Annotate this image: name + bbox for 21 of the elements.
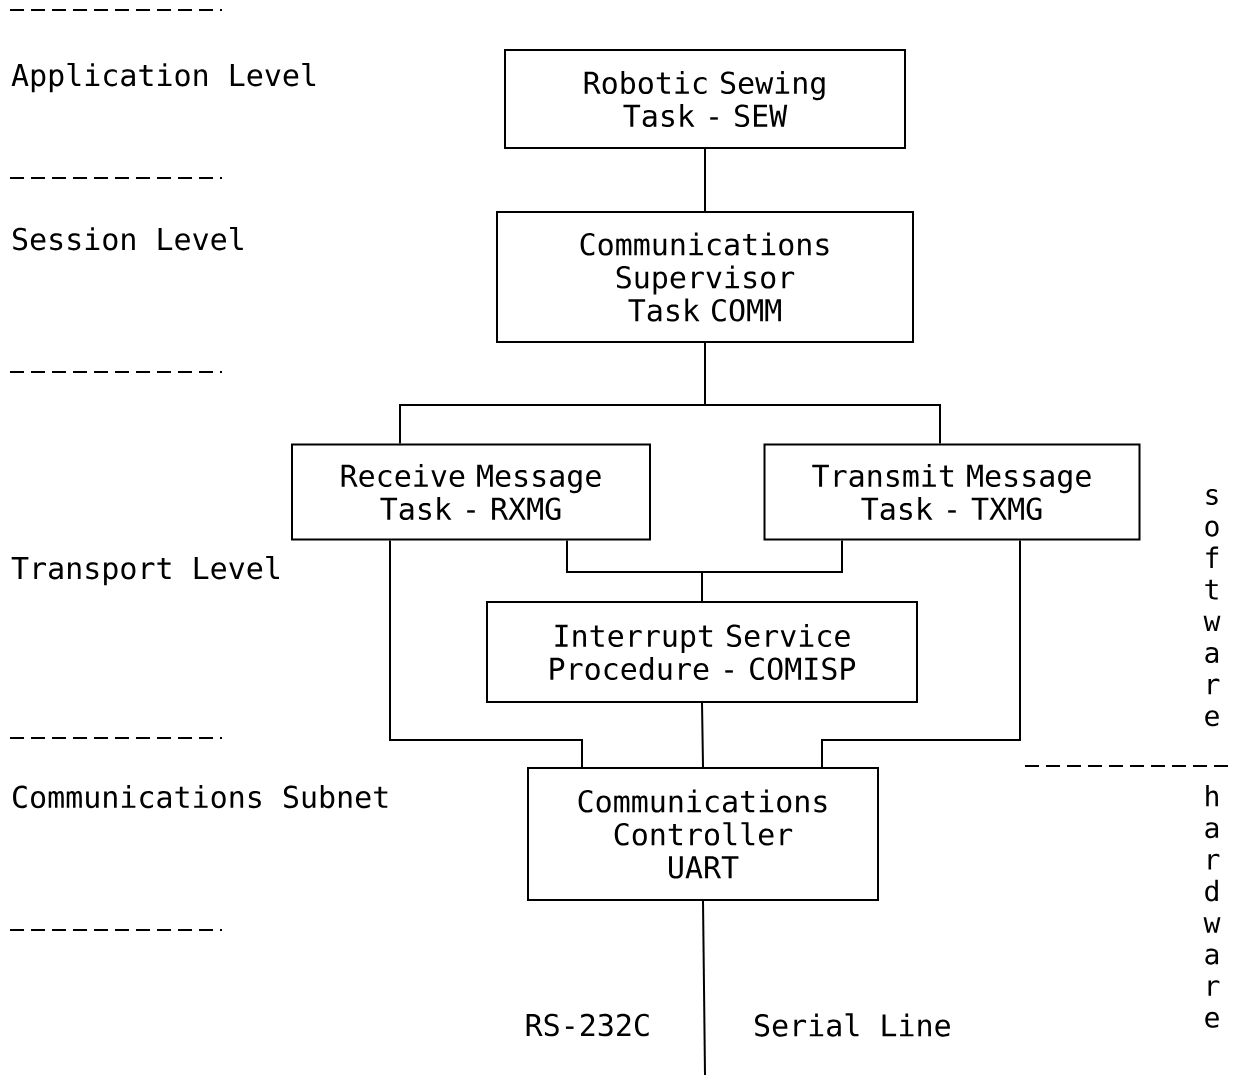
connector bbox=[702, 900, 706, 1076]
task-box: Communications Controller UART bbox=[527, 767, 879, 901]
vertical-label: hardware bbox=[1203, 785, 1221, 1028]
task-box: Transmit Message Task - TXMG bbox=[763, 443, 1141, 541]
task-box: Receive Message Task - RXMG bbox=[291, 443, 651, 541]
level-label: Application Level bbox=[11, 63, 316, 93]
connector bbox=[701, 539, 843, 602]
vertical-label: software bbox=[1203, 489, 1221, 727]
connector bbox=[704, 148, 706, 212]
level-label: Transport Level bbox=[11, 556, 279, 586]
level-label: Session Level bbox=[13, 227, 243, 251]
level-label: Communications Subnet bbox=[13, 785, 388, 809]
level-label: RS-232C bbox=[526, 1013, 649, 1037]
task-box: Robotic Sewing Task - SEW bbox=[504, 49, 906, 149]
connector bbox=[821, 539, 1021, 768]
connector bbox=[389, 539, 583, 768]
connector bbox=[701, 702, 704, 768]
connector bbox=[704, 342, 941, 445]
task-box: Interrupt Service Procedure - COMISP bbox=[486, 601, 918, 703]
level-label: Serial Line bbox=[755, 1013, 950, 1037]
task-box: Communications Supervisor Task COMM bbox=[496, 211, 914, 343]
